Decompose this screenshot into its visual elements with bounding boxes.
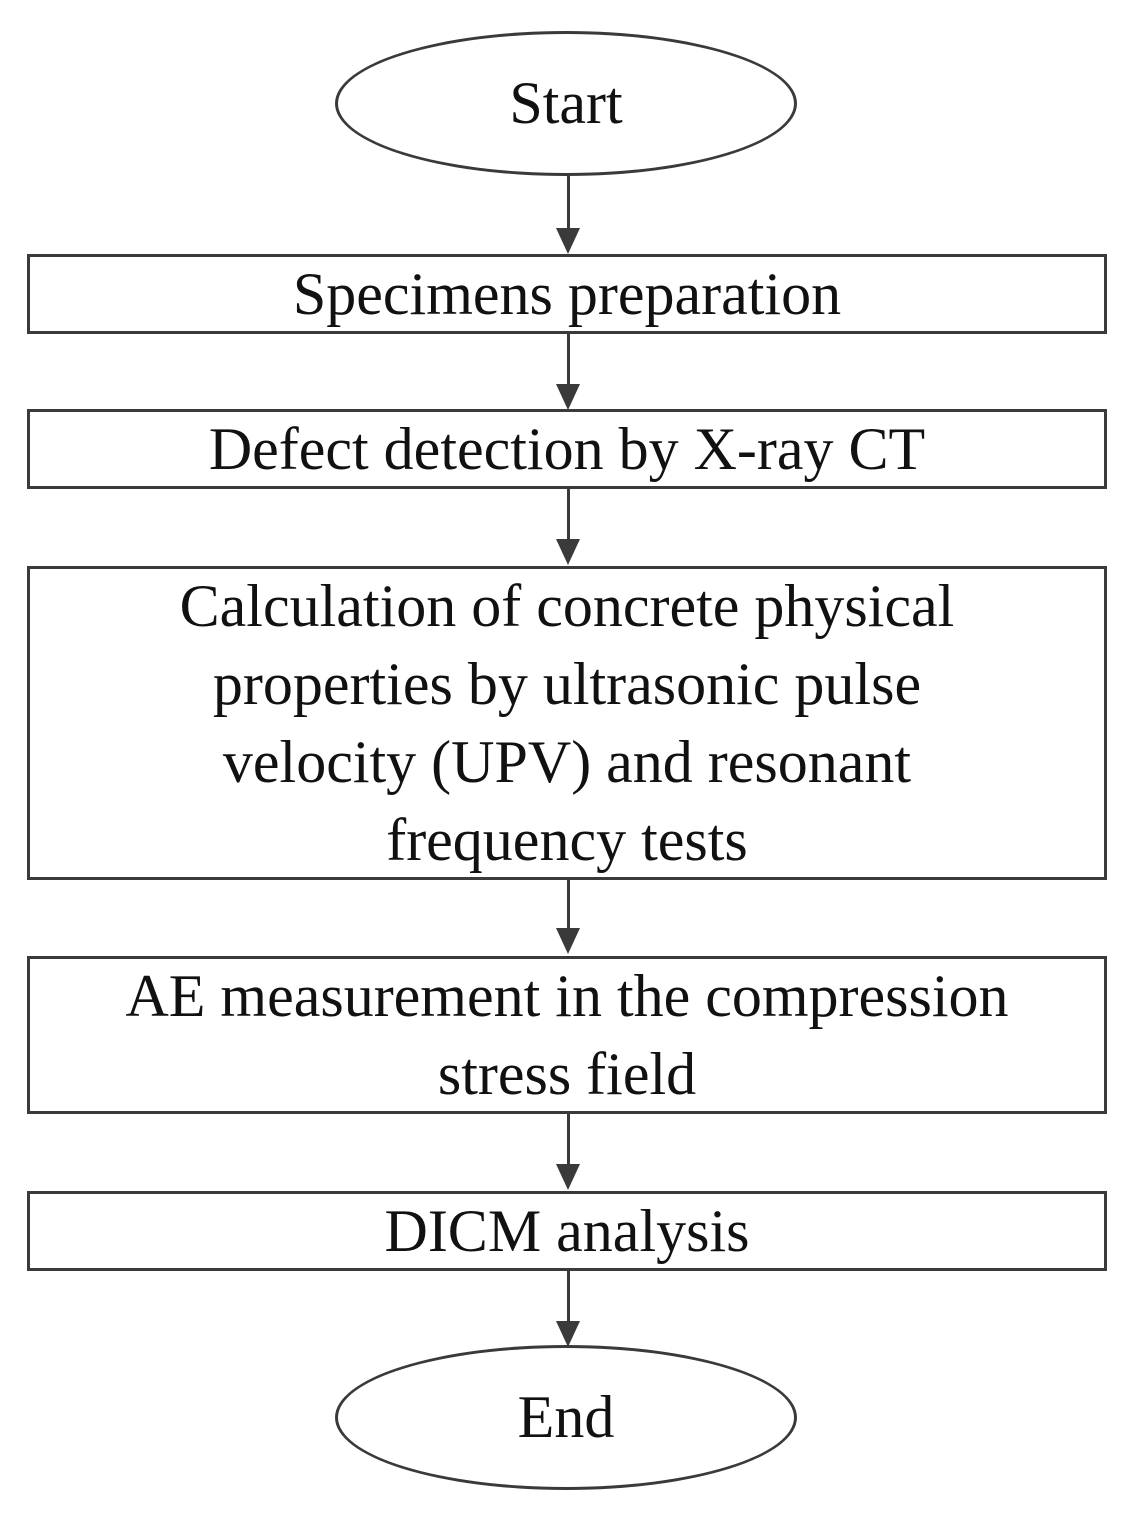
step-defect-detection: Defect detection by X-ray CT: [27, 409, 1107, 489]
flow-arrow-line: [567, 880, 570, 930]
flow-arrow-head: [556, 228, 580, 254]
end-node: End: [335, 1345, 797, 1490]
step-ae-measurement: AE measurement in the compression stress…: [27, 956, 1107, 1114]
flow-arrow-head: [556, 539, 580, 565]
flow-arrow-head: [556, 1164, 580, 1190]
flow-arrow-line: [567, 489, 570, 541]
flow-arrow-line: [567, 176, 570, 230]
flow-arrow-line: [567, 1271, 570, 1323]
flow-arrow-head: [556, 384, 580, 410]
step-label: Specimens preparation: [292, 261, 842, 327]
start-label: Start: [509, 70, 623, 136]
step-label: AE measurement in the compression stress…: [125, 963, 1009, 1107]
step-label: DICM analysis: [384, 1198, 750, 1264]
step-physical-properties: Calculation of concrete physical propert…: [27, 566, 1107, 880]
step-label: Defect detection by X-ray CT: [208, 416, 926, 482]
step-dicm-analysis: DICM analysis: [27, 1191, 1107, 1271]
flow-arrow-line: [567, 1114, 570, 1166]
step-specimens-preparation: Specimens preparation: [27, 254, 1107, 334]
flow-arrow-head: [556, 928, 580, 954]
flow-arrow-head: [556, 1321, 580, 1347]
end-label: End: [517, 1384, 615, 1450]
start-node: Start: [335, 31, 797, 176]
flow-arrow-line: [567, 334, 570, 386]
step-label: Calculation of concrete physical propert…: [179, 573, 955, 873]
